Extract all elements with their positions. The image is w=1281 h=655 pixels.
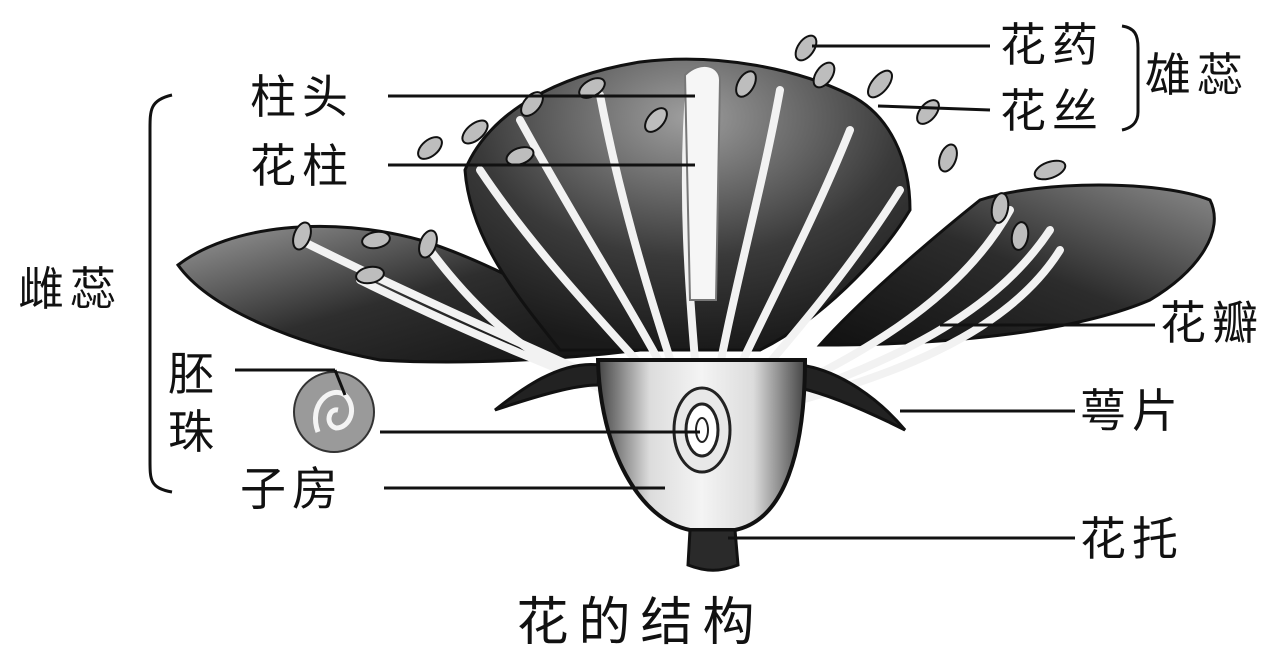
label-pistil: 雌蕊 <box>18 266 122 312</box>
diagram-title: 花的结构 <box>0 580 1281 655</box>
label-ovary: 子房 <box>240 466 344 512</box>
label-style: 花柱 <box>250 143 354 189</box>
label-anther: 花药 <box>1000 22 1104 68</box>
style-stigma <box>685 66 720 300</box>
stamen-bracket <box>1122 26 1138 130</box>
label-stamen: 雄蕊 <box>1145 52 1249 98</box>
receptacle <box>688 530 738 570</box>
label-filament: 花丝 <box>1000 88 1104 134</box>
label-ovule: 胚珠 <box>168 345 220 461</box>
label-stigma: 柱头 <box>250 74 354 120</box>
label-petal: 花瓣 <box>1160 300 1264 346</box>
label-receptacle: 花托 <box>1080 516 1184 562</box>
left-sepal <box>495 364 600 410</box>
label-sepal: 萼片 <box>1080 388 1184 434</box>
